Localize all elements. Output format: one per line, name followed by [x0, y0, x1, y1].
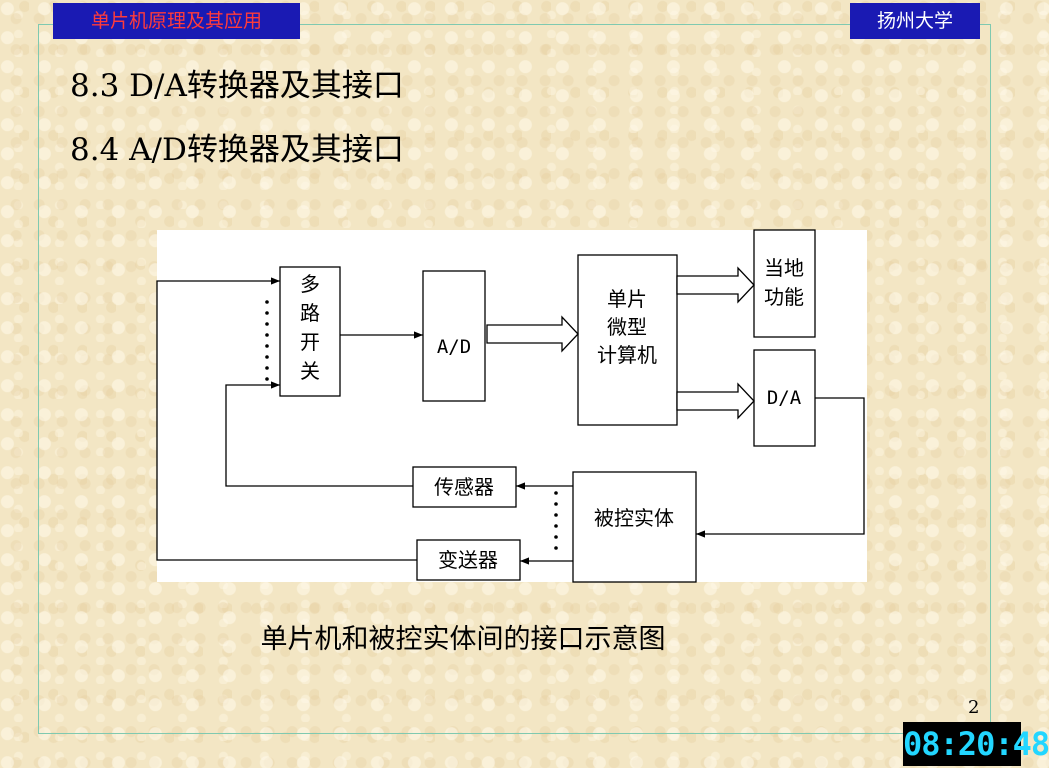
mux-box	[279, 266, 341, 397]
clock-display: 08:20:48	[903, 722, 1049, 766]
mux-label-2: 路	[300, 301, 320, 325]
course-title-badge: 单片机原理及其应用	[53, 3, 300, 39]
mcu-label-2: 微型	[607, 315, 647, 339]
local-function-box	[753, 229, 816, 338]
frame-right-line	[990, 24, 991, 734]
transmitter-label: 变送器	[438, 548, 498, 572]
interface-diagram: 多 路 开 关 单片 微型 计算机 当地 功能 传感器 被控实体 变送器 A/D…	[156, 229, 867, 583]
ad-label: A/D	[437, 336, 471, 358]
ad-to-mcu-bus-arrow	[486, 315, 579, 353]
mux-label-1: 多	[300, 272, 320, 296]
mux-label-4: 关	[300, 359, 320, 383]
plant-output-dots	[554, 491, 558, 550]
plant-box	[572, 471, 697, 583]
diagram-caption-text: 单片机和被控实体间的接口示意图	[260, 624, 666, 655]
sensor-to-mux-line	[225, 381, 413, 487]
university-badge: 扬州大学	[850, 3, 980, 39]
frame-left-line	[38, 24, 39, 734]
da-label: D/A	[767, 387, 802, 409]
mcu-label-1: 单片	[607, 287, 647, 311]
mcu-to-da-bus-arrow	[676, 382, 755, 420]
mcu-to-local-bus-arrow	[676, 266, 755, 304]
mcu-label-3: 计算机	[597, 343, 657, 367]
local-function-label-2: 功能	[764, 285, 804, 309]
mcu-box	[577, 254, 678, 426]
mux-input-dots	[265, 300, 269, 381]
frame-bottom-line	[38, 733, 991, 734]
section-heading-ad: 8.4 A/D转换器及其接口	[70, 132, 404, 168]
diagram-caption: 单片机和被控实体间的接口示意图	[0, 617, 1024, 656]
plant-label: 被控实体	[594, 506, 674, 530]
section-heading-da: 8.3 D/A转换器及其接口	[70, 68, 404, 104]
mux-label-3: 开	[300, 330, 320, 354]
da-to-plant-line	[696, 397, 865, 538]
local-function-label-1: 当地	[764, 256, 804, 280]
page-number: 2	[968, 697, 980, 718]
transmitter-to-mux-line	[156, 277, 417, 561]
diagram-background	[157, 230, 867, 582]
sensor-label: 传感器	[434, 475, 494, 499]
ad-box	[422, 270, 486, 402]
frame-top-line	[38, 24, 991, 25]
